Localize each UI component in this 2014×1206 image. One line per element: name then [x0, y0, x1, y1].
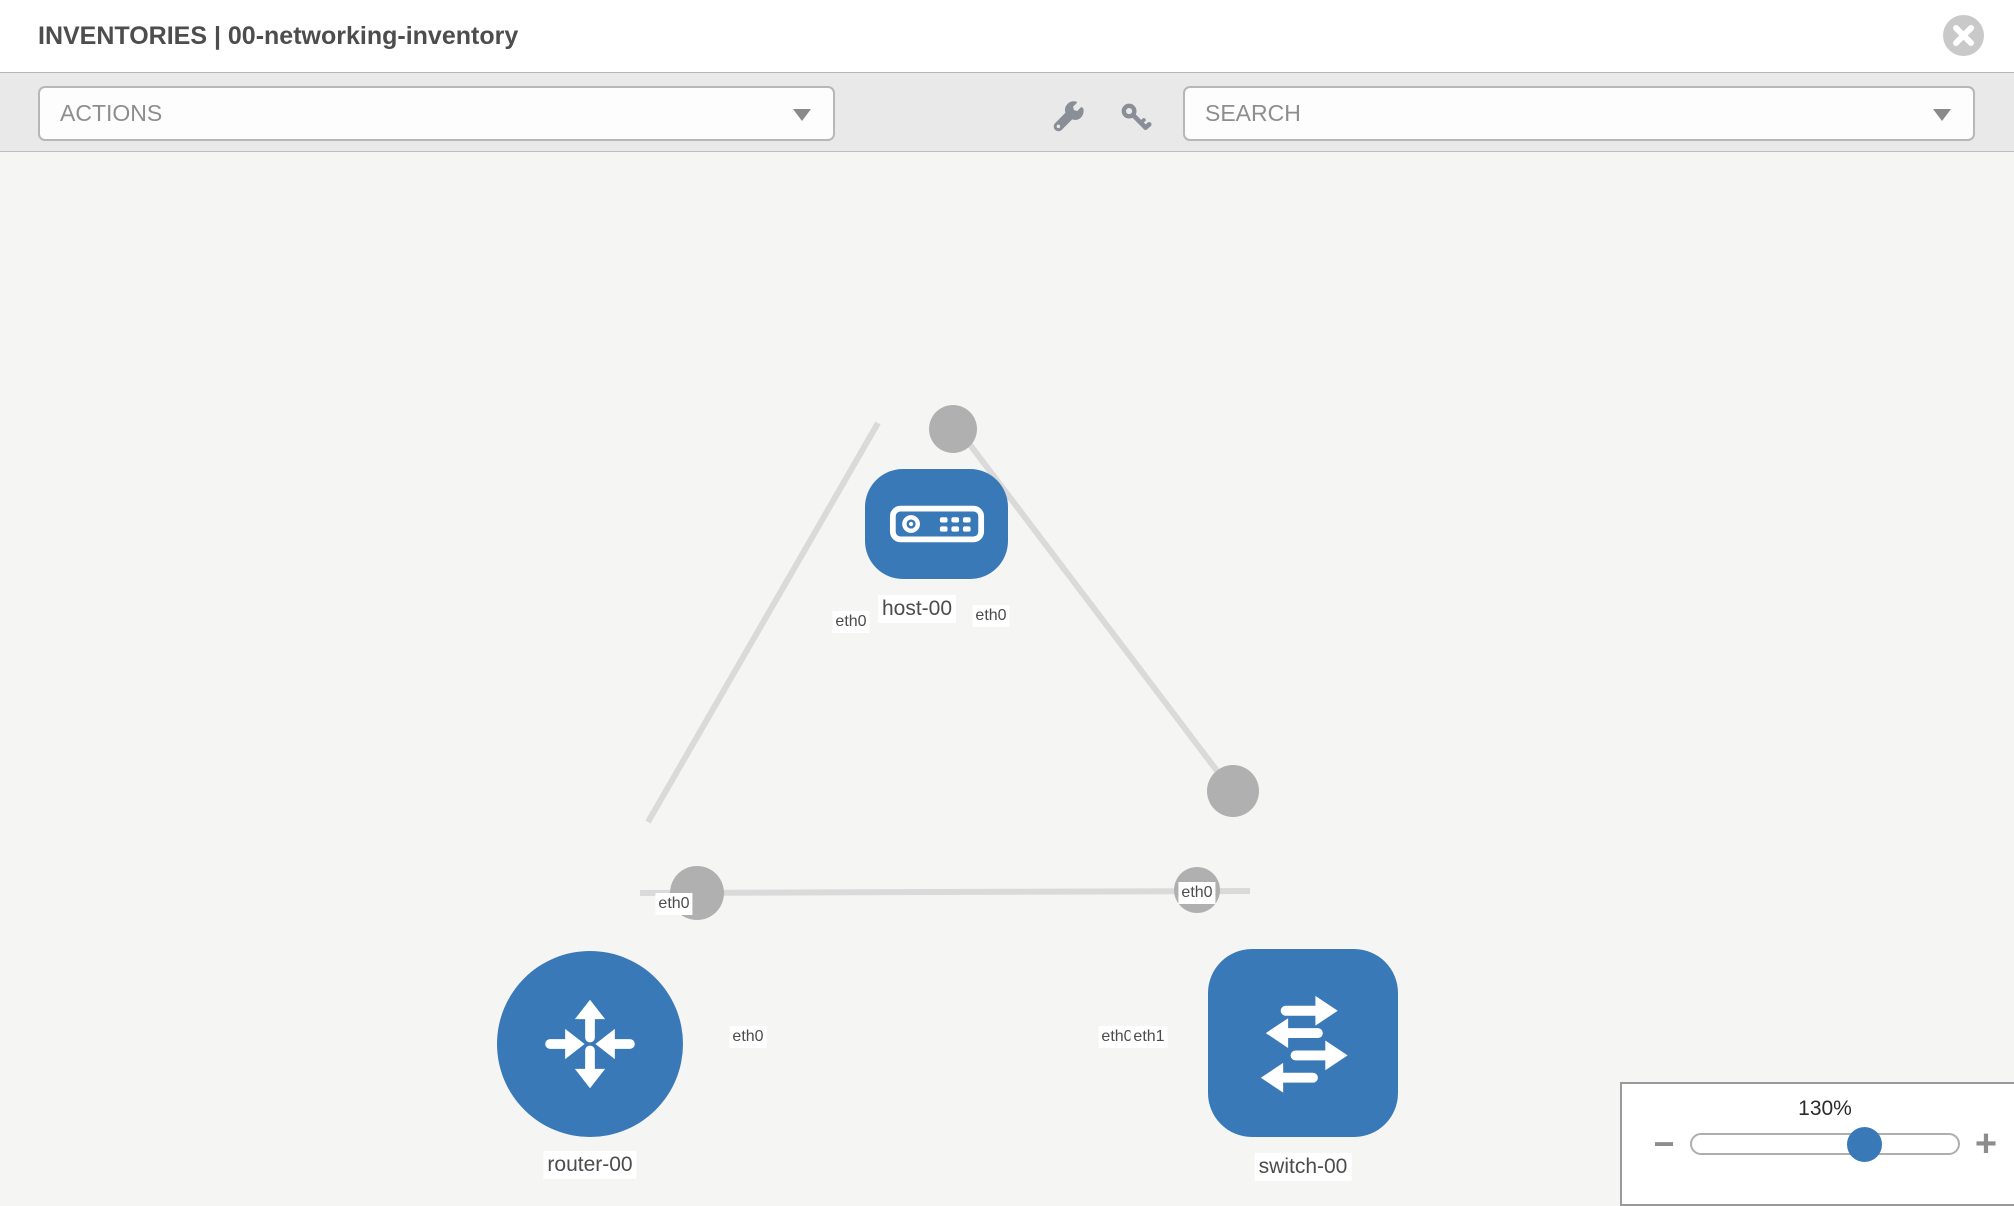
node-label-router: router-00: [543, 1150, 637, 1180]
node-label-host: host-00: [877, 594, 957, 624]
zoom-control-panel: 130% − +: [1620, 1082, 2014, 1206]
topology-canvas[interactable]: eth0 eth0 eth0 eth0 eth0 eth0 eth1 host-…: [0, 152, 2014, 1200]
topology-links-layer: [639, 405, 1259, 920]
search-dropdown[interactable]: SEARCH: [1183, 86, 1975, 141]
chevron-down-icon: [793, 109, 811, 121]
key-icon: [1118, 103, 1153, 139]
toolbar: ACTIONS SEARCH: [0, 72, 2014, 152]
zoom-in-button[interactable]: +: [1974, 1123, 1998, 1165]
link-router-switch: [639, 888, 1251, 896]
close-button[interactable]: [1943, 15, 1984, 56]
chevron-down-icon: [1933, 109, 1951, 121]
zoom-level-value: 130%: [1798, 1097, 1852, 1120]
iface-label-router-right: eth0: [729, 1026, 767, 1048]
node-host-00[interactable]: [865, 469, 1008, 579]
zoom-slider-thumb[interactable]: [1847, 1127, 1882, 1162]
port-host: [929, 405, 977, 453]
iface-label-router-top: eth0: [655, 893, 693, 915]
iface-label-switch-left-behind: eth0: [1098, 1026, 1136, 1048]
zoom-out-button[interactable]: −: [1653, 1123, 1675, 1164]
node-router-00[interactable]: [497, 951, 683, 1137]
zoom-slider-track[interactable]: [1690, 1133, 1960, 1155]
iface-label-host-left: eth0: [832, 611, 870, 633]
actions-dropdown[interactable]: ACTIONS: [38, 86, 835, 141]
search-dropdown-label: SEARCH: [1205, 100, 1301, 126]
port-switch-top: [1207, 765, 1259, 817]
iface-label-switch-left-front: eth1: [1130, 1026, 1168, 1048]
iface-label-switch-top: eth0: [1178, 882, 1216, 904]
node-label-switch: switch-00: [1254, 1152, 1352, 1182]
actions-dropdown-label: ACTIONS: [60, 100, 163, 126]
page-title: INVENTORIES | 00-networking-inventory: [38, 22, 519, 50]
configure-tools-button[interactable]: [1048, 98, 1086, 141]
wrench-icon: [1048, 101, 1086, 140]
link-host-router: [645, 421, 881, 824]
node-switch-00[interactable]: [1208, 949, 1398, 1137]
header-bar: INVENTORIES | 00-networking-inventory: [0, 0, 2014, 72]
credentials-button[interactable]: [1118, 100, 1153, 140]
iface-label-host-right: eth0: [972, 605, 1010, 627]
